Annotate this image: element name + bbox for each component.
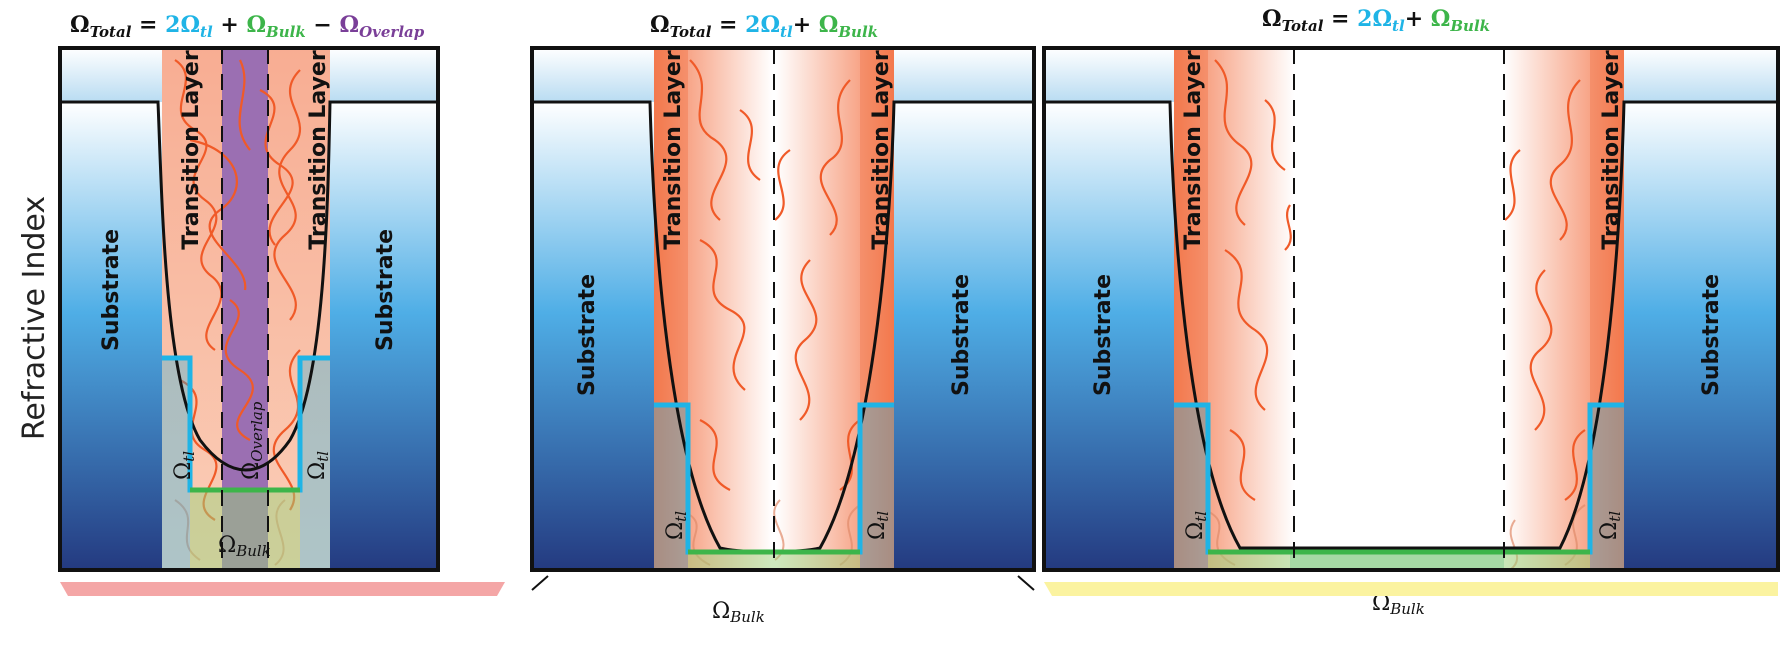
- tl-region-right-2: [860, 405, 894, 570]
- y-axis-label: Refractive Index: [17, 196, 52, 440]
- tl-region-left-3: [1174, 405, 1208, 570]
- transition-layer-label-left-2: Transition Layer: [661, 50, 686, 250]
- substrate-top-left-1: [60, 48, 162, 102]
- panel-3: ΩTotal = 2Ωtl+ ΩBulk: [1044, 6, 1778, 618]
- tl-region-left-2: [654, 405, 688, 570]
- substrate-label-right-3: Substrate: [1699, 274, 1724, 396]
- substrate-top-left-2: [532, 48, 654, 102]
- omega-bulk-label-2: ΩBulk: [712, 599, 765, 626]
- equation-panel-1: ΩTotal = 2Ωtl + ΩBulk − ΩOverlap: [70, 12, 425, 41]
- substrate-label-left-2: Substrate: [575, 274, 600, 396]
- bulk-region-center-3: [1290, 552, 1504, 570]
- transition-layer-label-right-3: Transition Layer: [1599, 50, 1624, 250]
- substrate-label-right-1: Substrate: [373, 229, 398, 351]
- substrate-label-right-2: Substrate: [949, 274, 974, 396]
- transition-layer-label-right-2: Transition Layer: [869, 50, 894, 250]
- bottom-bar-1: [60, 582, 505, 596]
- substrate-label-left-1: Substrate: [99, 229, 124, 351]
- substrate-top-right-1: [330, 48, 438, 102]
- substrate-top-right-3: [1624, 48, 1778, 102]
- panel-2: ΩTotal = 2Ωtl+ ΩBulk: [532, 12, 1034, 626]
- panel-1: ΩTotal = 2Ωtl + ΩBulk − ΩOverlap: [60, 12, 505, 596]
- bottom-bar-3: [1044, 582, 1778, 596]
- substrate-label-left-3: Substrate: [1091, 274, 1116, 396]
- equation-panel-3: ΩTotal = 2Ωtl+ ΩBulk: [1262, 6, 1490, 35]
- bottom-bracket-2: [532, 576, 1034, 590]
- transition-layer-label-left-3: Transition Layer: [1181, 50, 1206, 250]
- equation-panel-2: ΩTotal = 2Ωtl+ ΩBulk: [650, 12, 878, 41]
- transition-layer-label-right-1: Transition Layer: [306, 50, 331, 250]
- substrate-top-right-2: [894, 48, 1034, 102]
- substrate-top-left-3: [1044, 48, 1174, 102]
- transition-layer-label-left-1: Transition Layer: [179, 50, 204, 250]
